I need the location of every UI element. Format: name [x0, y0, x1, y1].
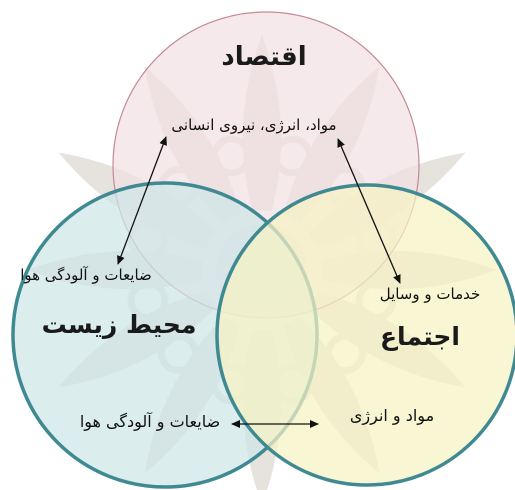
economy-resources-label: مواد، انرژی، نیروی انسانی — [171, 116, 337, 134]
economy-society-arrow — [337, 138, 401, 284]
economy-environment-arrow — [117, 136, 167, 265]
society-title: اجتماع — [379, 322, 461, 351]
society-services-label: خدمات و وسایل — [379, 285, 481, 303]
economy-title: اقتصاد — [221, 42, 307, 72]
environment-waste-label-bottom: ضایعات و آلودگی هوا — [79, 412, 221, 431]
environment-title: محیط زیست — [41, 310, 197, 339]
society-materials-label: مواد و انرژی — [349, 406, 435, 425]
environment-waste-label-top: ضایعات و آلودگی هوا — [20, 266, 152, 284]
